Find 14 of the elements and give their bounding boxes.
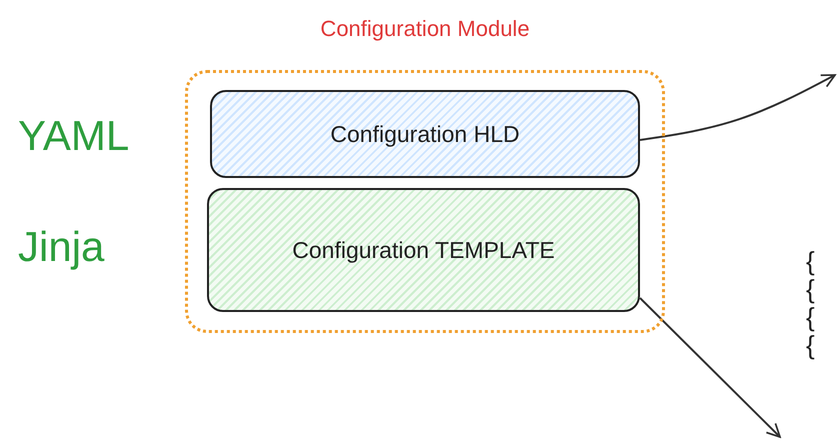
arrow (639, 297, 781, 438)
process-box (210, 90, 640, 178)
brace-symbol: { (806, 276, 815, 302)
brace-symbol: { (806, 248, 815, 274)
box-label: Configuration TEMPLATE (292, 236, 555, 264)
module-heading: Configuration Module (320, 18, 530, 40)
format-label: YAML (18, 115, 130, 157)
format-label: Jinja (18, 226, 104, 268)
box-label: Configuration HLD (330, 120, 520, 148)
brace-symbol: { (806, 332, 815, 358)
brace-symbol: { (806, 304, 815, 330)
module-container (185, 70, 665, 333)
arrow (640, 74, 836, 141)
process-box (207, 188, 640, 312)
